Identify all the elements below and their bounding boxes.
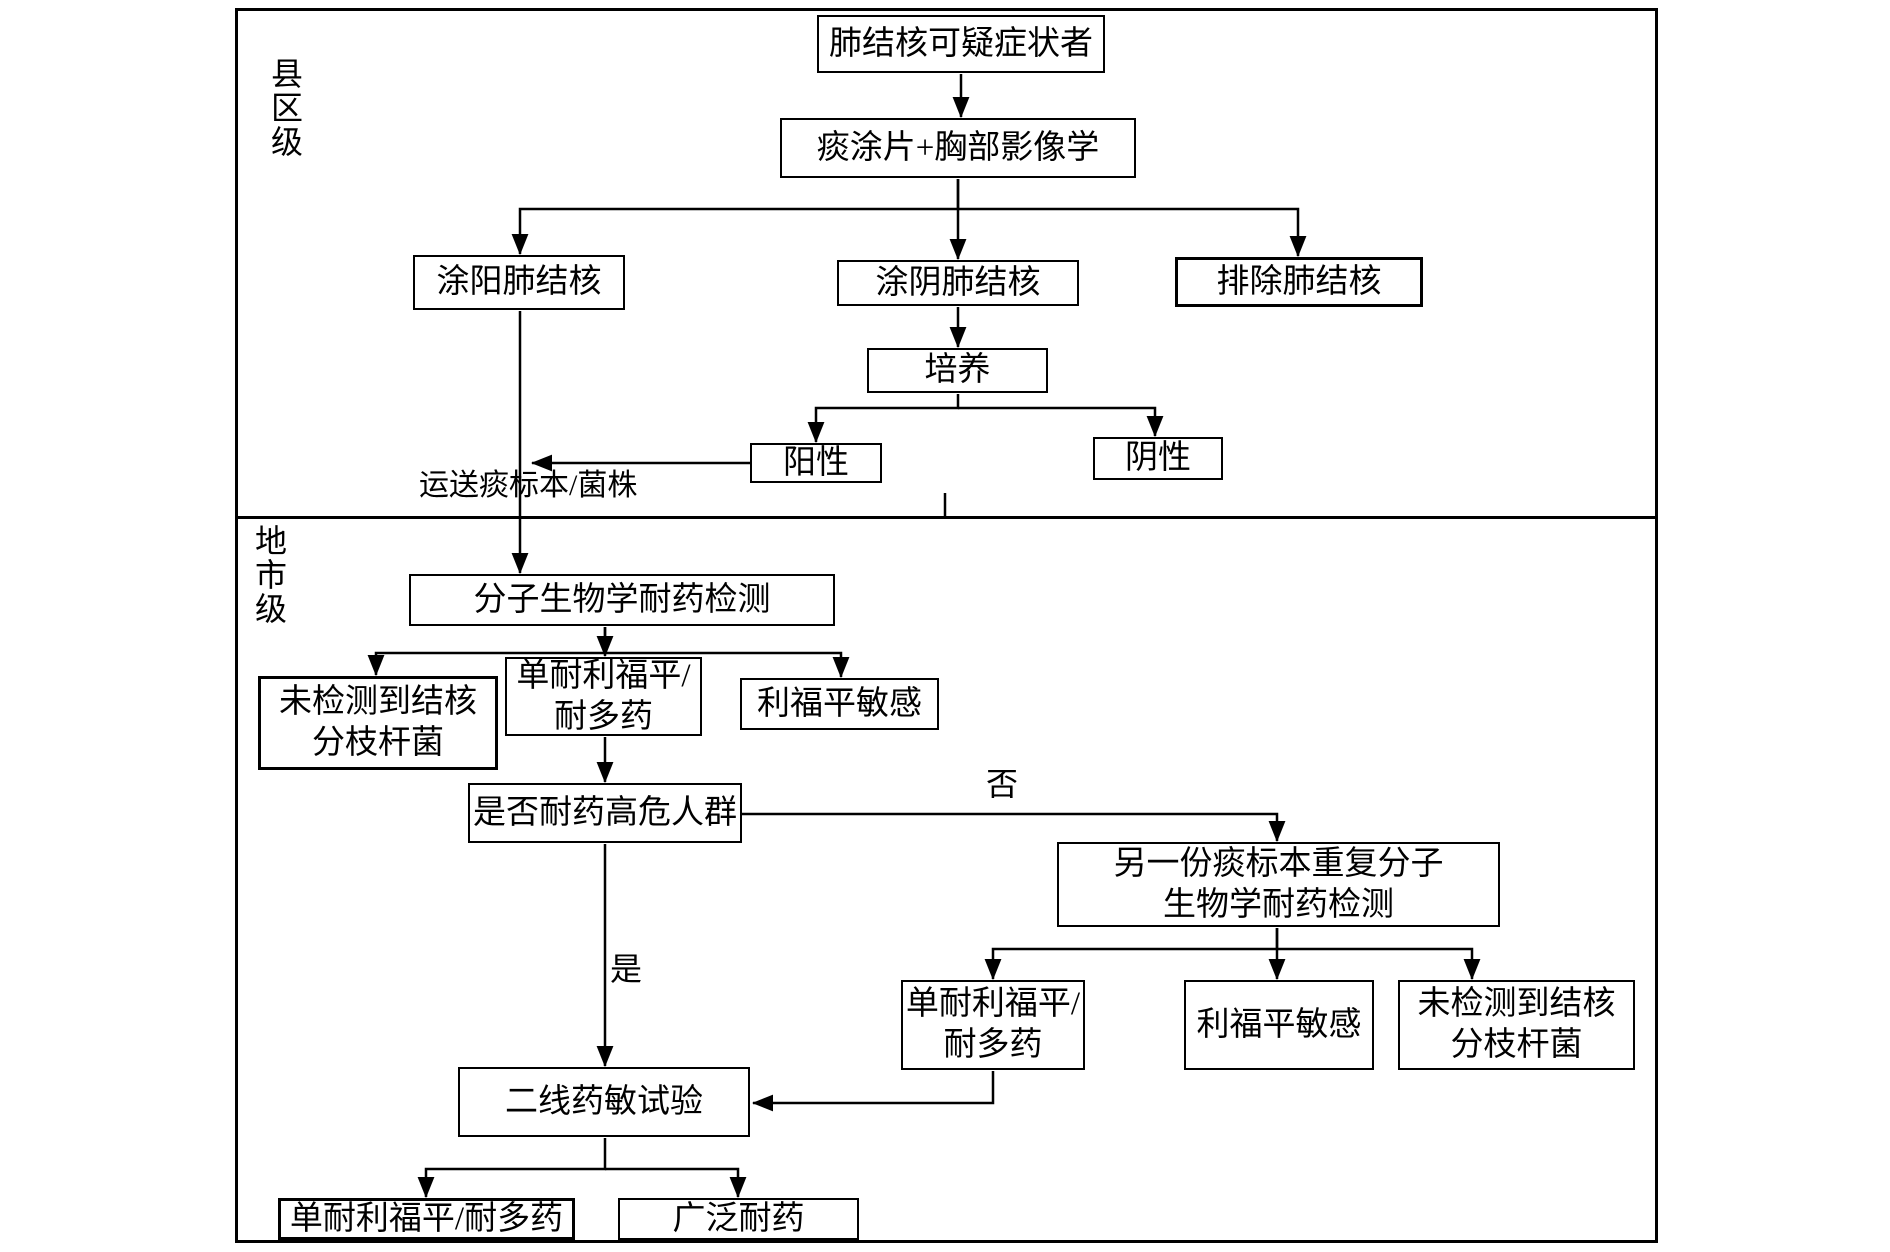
edge-culture-to-positive [807,394,960,444]
edge-repeat-to-notdetected-right [1277,947,1481,981]
node-suspect: 肺结核可疑症状者 [817,15,1105,73]
edge-smear-to-smearpos [511,179,960,256]
edge-label-transport: 运送痰标本/菌株 [419,469,638,502]
node-second-line-dst: 二线药敏试验 [458,1067,750,1137]
node-rif-sensitive-left: 利福平敏感 [740,678,939,730]
edge-molecular-to-rifsens [605,651,850,679]
edge-secondline-to-xdr [605,1167,747,1199]
section-label-city-level: 地市级 [254,523,287,627]
node-mono-mdr-right: 单耐利福平/耐多药 [901,980,1085,1070]
section-label-county-level: 县区级 [270,56,303,160]
node-xdr: 广泛耐药 [618,1198,859,1240]
node-smear-positive: 涂阳肺结核 [413,255,625,310]
node-mtb-not-detected-left: 未检测到结核分枝杆菌 [258,676,498,770]
node-smear-negative: 涂阴肺结核 [837,260,1079,306]
node-mono-mdr-bottom: 单耐利福平/耐多药 [278,1198,575,1240]
edge-culture-to-negative [958,406,1164,438]
node-molecular-test: 分子生物学耐药检测 [409,574,835,626]
edge-monomdr-right-to-secondline [751,1071,995,1112]
edge-label-no: 否 [986,766,1019,802]
node-high-risk: 是否耐药高危人群 [468,783,742,843]
edge-smear-to-excluded [958,207,1307,258]
node-smear-imaging: 痰涂片+胸部影像学 [780,118,1136,178]
edge-secondline-to-monomdr [417,1138,607,1199]
edge-highrisk-no-to-repeat [742,812,1286,843]
node-mtb-not-detected-right: 未检测到结核分枝杆菌 [1398,980,1635,1070]
node-tb-excluded: 排除肺结核 [1175,257,1423,307]
section-divider-line [235,516,1658,519]
node-culture: 培养 [867,348,1048,393]
node-repeat-test: 另一份痰标本重复分子生物学耐药检测 [1057,842,1500,927]
edge-repeat-to-monomdr-right [984,928,1279,981]
node-rif-sensitive-right: 利福平敏感 [1184,980,1374,1070]
node-culture-negative: 阴性 [1093,437,1223,480]
edge-label-yes: 是 [610,951,643,987]
node-mono-mdr-left: 单耐利福平/耐多药 [505,657,702,736]
node-culture-positive: 阳性 [750,443,882,483]
